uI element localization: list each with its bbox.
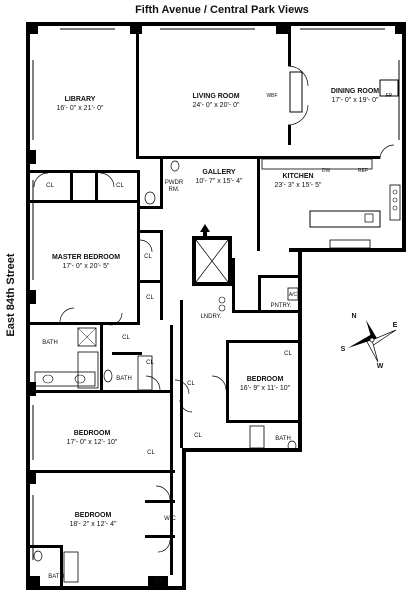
compass-e: E <box>393 322 398 329</box>
pwdr-label: PWDR <box>165 180 184 186</box>
gallery-dims: 10'- 7" x 15'- 4" <box>196 178 243 185</box>
living-room-name: LIVING ROOM <box>192 93 239 100</box>
closet-label-6: CL <box>146 360 154 366</box>
closet-label-5: CL <box>122 335 130 341</box>
pwdr-rm-label: RM. <box>169 187 180 193</box>
street-label: East 84th Street <box>5 253 17 336</box>
header-title: Fifth Avenue / Central Park Views <box>135 4 309 16</box>
compass-rose: N E S W <box>341 313 398 370</box>
interior-walls <box>30 26 380 586</box>
middle-bedroom-dims: 17'- 0" x 12'- 10" <box>67 439 118 446</box>
ac-label: A/C <box>289 292 298 298</box>
kitchen-dims: 23'- 3" x 15'- 5" <box>275 182 322 189</box>
master-bedroom-name: MASTER BEDROOM <box>52 254 120 261</box>
closet-label-10: CL <box>155 578 163 584</box>
fixtures <box>33 71 401 583</box>
laundry-label: LNDRY. <box>200 314 221 320</box>
east-bath-label: BATH <box>275 436 291 442</box>
wbf-label: WBF <box>266 93 277 99</box>
fp-label: FP <box>386 93 393 99</box>
compass-s: S <box>341 346 346 353</box>
wic-label: WIC <box>164 516 176 522</box>
library-name: LIBRARY <box>65 96 96 103</box>
door-swings <box>33 65 395 553</box>
dw-label: DW <box>322 168 331 174</box>
pantry-label: PNTRY. <box>270 303 291 309</box>
compass-n: N <box>351 313 356 320</box>
closet-label-9: CL <box>194 433 202 439</box>
closet-label-7: CL <box>187 381 195 387</box>
dining-room-name: DINING ROOM <box>331 88 379 95</box>
east-bedroom-name: BEDROOM <box>247 376 284 383</box>
closet-label-11: CL <box>284 351 292 357</box>
closet-label-1: CL <box>46 183 54 189</box>
closet-label-3: CL <box>144 254 152 260</box>
middle-bedroom-name: BEDROOM <box>74 430 111 437</box>
windows <box>32 28 400 560</box>
closet-label-4: CL <box>146 295 154 301</box>
ref-label: REF <box>358 168 368 174</box>
master-bath-label: BATH <box>42 340 58 346</box>
east-bedroom-dims: 16'- 9" x 11'- 10" <box>240 385 291 392</box>
exterior-walls <box>26 22 406 590</box>
south-bedroom-name: BEDROOM <box>75 512 112 519</box>
master-bedroom-dims: 17'- 0" x 20'- 5" <box>63 263 110 270</box>
small-bath-label: BATH <box>116 376 132 382</box>
compass-w: W <box>377 363 384 370</box>
dining-room-dims: 17'- 0" x 19'- 0" <box>332 97 379 104</box>
gallery-name: GALLERY <box>202 169 236 176</box>
library-dims: 16'- 0" x 21'- 0" <box>57 105 104 112</box>
closet-label-2: CL <box>116 183 124 189</box>
closet-label-8: CL <box>147 450 155 456</box>
living-room-dims: 24'- 0" x 20'- 0" <box>193 102 240 109</box>
south-bath-label: BATH <box>48 574 64 580</box>
kitchen-name: KITCHEN <box>282 173 313 180</box>
south-bedroom-dims: 18'- 2" x 12'- 4" <box>70 521 117 528</box>
